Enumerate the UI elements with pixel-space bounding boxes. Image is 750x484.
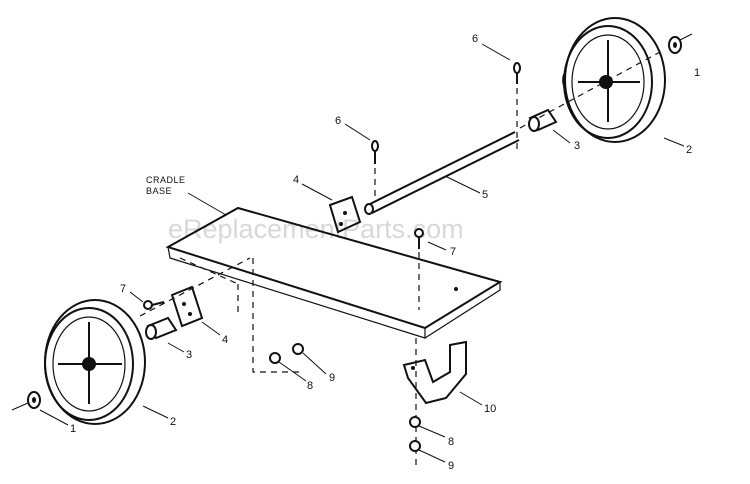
bolt-top: [414, 228, 424, 310]
wheel-right: [562, 17, 666, 143]
callout-nut-mid: 9: [329, 372, 335, 384]
spacer-right: [528, 108, 558, 132]
spacer-left: [145, 316, 178, 340]
callout-nut-bottom: 9: [448, 460, 454, 472]
cradle-base: [165, 206, 503, 339]
callout-axle: 5: [482, 189, 488, 201]
nut-bottom: [409, 440, 421, 452]
left-axis-line: [139, 257, 251, 317]
pin-top-right: [513, 62, 521, 150]
lockwasher-mid: [269, 352, 281, 364]
leader-lines: [39, 43, 685, 463]
callout-bolt-left: 7: [120, 283, 126, 295]
right-axis-line: [519, 51, 661, 129]
cradle-base-label-line2: BASE: [146, 186, 172, 196]
callout-wheel-right: 2: [686, 144, 692, 156]
callout-bracket-left: 4: [222, 334, 228, 346]
callout-bracket-top: 4: [293, 174, 299, 186]
callout-bolt-top: 7: [450, 246, 456, 258]
callout-wheel-left: 2: [170, 416, 176, 428]
callout-pin-top-right: 6: [472, 33, 478, 45]
callout-spacer-left: 3: [186, 349, 192, 361]
callout-spacer-right: 3: [574, 140, 580, 152]
nut-mid: [292, 343, 304, 355]
bolt-left: [143, 300, 165, 310]
axle: [364, 131, 520, 215]
callout-pin-top-mid: 6: [335, 115, 341, 127]
lockwasher-bottom: [409, 416, 421, 428]
callout-foot-bracket: 10: [484, 403, 496, 415]
wheel-left: [44, 299, 146, 425]
callout-lockwasher-bottom: 8: [448, 436, 454, 448]
bracket-top: [328, 195, 362, 234]
cradle-base-label-line1: CRADLE: [146, 175, 186, 185]
washer-right: [668, 33, 693, 54]
callout-washer-right: 1: [694, 67, 700, 79]
left-drop-line: [252, 258, 300, 373]
callout-washer-left: 1: [70, 423, 76, 435]
bracket-left: [170, 285, 204, 328]
washer-left: [11, 391, 41, 411]
pin-top-mid: [371, 140, 379, 202]
callout-lockwasher-mid: 8: [307, 380, 313, 392]
foot-bracket: [402, 340, 467, 405]
